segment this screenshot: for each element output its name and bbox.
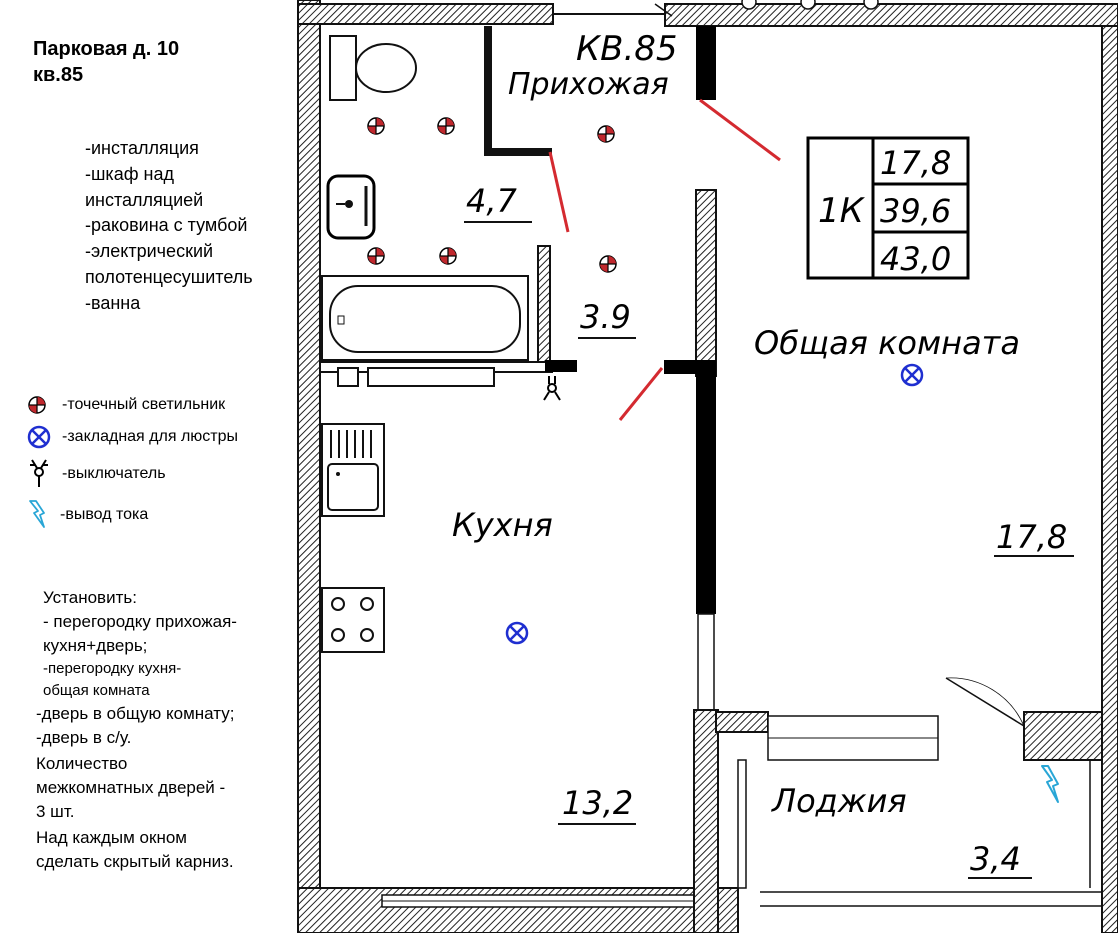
legend-label: -закладная для люстры	[62, 428, 238, 445]
address-line-2: кв.85	[33, 64, 84, 86]
sink-icon	[326, 174, 376, 240]
instruction-line: 3 шт.	[36, 802, 75, 821]
legend-item-outlet: -вывод тока	[26, 500, 149, 528]
summary-living-area: 17,8	[880, 144, 951, 182]
partition-wall-central	[664, 26, 719, 933]
apartment-label: КВ.85	[576, 29, 678, 69]
instruction-line: общая комната	[43, 682, 150, 699]
switch-icon	[30, 459, 48, 487]
bathroom-area: 4,7	[466, 182, 518, 220]
bathroom-notes: -инсталляция -шкаф над инсталляцией -рак…	[85, 136, 253, 317]
legend-item-chandelier: -закладная для люстры	[26, 425, 238, 449]
installation-instructions: Установить: - перегородку прихожая- кухн…	[36, 586, 237, 874]
bathtub-icon	[321, 275, 529, 361]
stove-icon	[321, 587, 385, 653]
address-line-1: Парковая д. 10	[33, 38, 180, 60]
exterior-wall-left	[297, 0, 321, 933]
instruction-line: межкомнатных дверей -	[36, 778, 226, 797]
note-line: -раковина с тумбой	[85, 215, 248, 236]
note-line: -ванна	[85, 292, 141, 313]
toilet-icon	[329, 35, 417, 101]
spotlight-icon	[597, 125, 615, 143]
spotlight-icon	[367, 117, 385, 135]
chandelier-mount-icon	[900, 363, 924, 387]
legend-label: -точечный светильник	[62, 396, 226, 413]
spotlight-icon	[439, 247, 457, 265]
note-line: инсталляцией	[85, 189, 204, 210]
note-line: -шкаф над	[85, 163, 174, 184]
bathroom-walls	[319, 26, 577, 387]
spotlight-icon	[437, 117, 455, 135]
living-room-label: Общая комната	[754, 324, 1020, 362]
note-line: полотенцесушитель	[85, 266, 253, 287]
hall-area: 3.9	[580, 298, 631, 336]
area-summary-table	[806, 136, 970, 280]
spotlight-icon	[599, 255, 617, 273]
instruction-line: Количество	[36, 754, 128, 773]
instruction-line: -дверь в с/у.	[36, 728, 132, 747]
instruction-line: -дверь в общую комнату;	[36, 704, 235, 723]
instruction-line: Над каждым окном	[36, 828, 187, 847]
legend-item-spotlight: -точечный светильник	[26, 393, 225, 417]
spotlight-icon	[28, 396, 46, 414]
summary-type: 1К	[818, 191, 866, 231]
loggia-walls	[715, 677, 1103, 889]
power-outlet-icon	[1041, 765, 1059, 803]
legend-label: -вывод тока	[60, 506, 149, 523]
summary-area-with-loggia: 43,0	[880, 240, 951, 278]
exterior-wall-right	[1101, 25, 1118, 933]
legend-label: -выключатель	[62, 465, 166, 482]
instruction-line: Установить:	[43, 588, 137, 607]
chandelier-mount-icon	[27, 425, 51, 449]
loggia-label: Лоджия	[771, 782, 907, 820]
address-title: Парковая д. 10 кв.85	[33, 36, 179, 88]
loggia-area: 3,4	[970, 840, 1021, 878]
exterior-wall-bottom	[297, 887, 1102, 933]
summary-total-area: 39,6	[880, 192, 951, 230]
instruction-line: - перегородку прихожая-	[43, 612, 237, 631]
note-line: -инсталляция	[85, 138, 199, 158]
chandelier-mount-icon	[505, 621, 529, 645]
legend-item-switch: -выключатель	[26, 459, 166, 487]
instruction-line: -перегородку кухня-	[43, 660, 182, 677]
kitchen-sink-icon	[321, 423, 385, 517]
kitchen-area: 13,2	[562, 784, 633, 822]
planned-partition-lines	[548, 98, 781, 421]
hall-label: Прихожая	[508, 67, 669, 102]
exterior-wall-top	[297, 0, 1118, 27]
note-line: -электрический	[85, 241, 214, 262]
spotlight-icon	[367, 247, 385, 265]
instruction-line: сделать скрытый карниз.	[36, 852, 234, 871]
switch-icon	[543, 376, 561, 401]
power-outlet-icon	[29, 500, 45, 528]
living-room-area: 17,8	[996, 518, 1067, 556]
instruction-line: кухня+дверь;	[43, 636, 148, 655]
kitchen-label: Кухня	[452, 506, 553, 544]
